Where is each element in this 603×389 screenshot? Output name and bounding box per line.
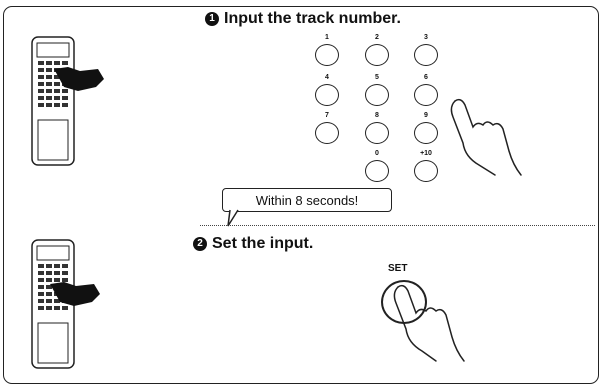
key-label: 8 bbox=[375, 112, 379, 119]
key-label: 4 bbox=[325, 74, 329, 81]
key-label: +10 bbox=[420, 150, 432, 157]
key-5-button[interactable] bbox=[365, 84, 389, 106]
pointing-hand-icon bbox=[393, 284, 465, 362]
step-2-label: Set the input. bbox=[212, 235, 314, 252]
key-plus10-button[interactable] bbox=[414, 160, 438, 182]
key-label: 0 bbox=[375, 150, 379, 157]
pointing-hand-icon bbox=[450, 98, 522, 176]
callout-pointer-icon bbox=[227, 209, 239, 227]
step-1-label: Input the track number. bbox=[224, 10, 401, 27]
key-9-button[interactable] bbox=[414, 122, 438, 144]
key-label: 3 bbox=[424, 34, 428, 41]
key-0-button[interactable] bbox=[365, 160, 389, 182]
step-1-number-icon: 1 bbox=[205, 12, 219, 26]
key-1-button[interactable] bbox=[315, 44, 339, 66]
step-2-heading: 2 Set the input. bbox=[193, 235, 313, 253]
step-1-heading: 1 Input the track number. bbox=[205, 10, 401, 28]
key-label: 2 bbox=[375, 34, 379, 41]
key-label: 9 bbox=[424, 112, 428, 119]
key-4-button[interactable] bbox=[315, 84, 339, 106]
set-label: SET bbox=[388, 263, 408, 274]
remote-control-icon bbox=[31, 36, 104, 166]
time-limit-callout: Within 8 seconds! bbox=[222, 188, 392, 212]
instruction-frame bbox=[3, 6, 599, 384]
remote-control-icon bbox=[31, 239, 100, 369]
key-7-button[interactable] bbox=[315, 122, 339, 144]
key-label: 5 bbox=[375, 74, 379, 81]
numeric-keypad: 1 2 3 4 5 6 7 8 9 0 +10 bbox=[300, 30, 470, 195]
step-divider bbox=[200, 225, 595, 226]
key-6-button[interactable] bbox=[414, 84, 438, 106]
key-3-button[interactable] bbox=[414, 44, 438, 66]
key-2-button[interactable] bbox=[365, 44, 389, 66]
key-label: 1 bbox=[325, 34, 329, 41]
key-8-button[interactable] bbox=[365, 122, 389, 144]
step-2-number-icon: 2 bbox=[193, 237, 207, 251]
key-label: 6 bbox=[424, 74, 428, 81]
key-label: 7 bbox=[325, 112, 329, 119]
